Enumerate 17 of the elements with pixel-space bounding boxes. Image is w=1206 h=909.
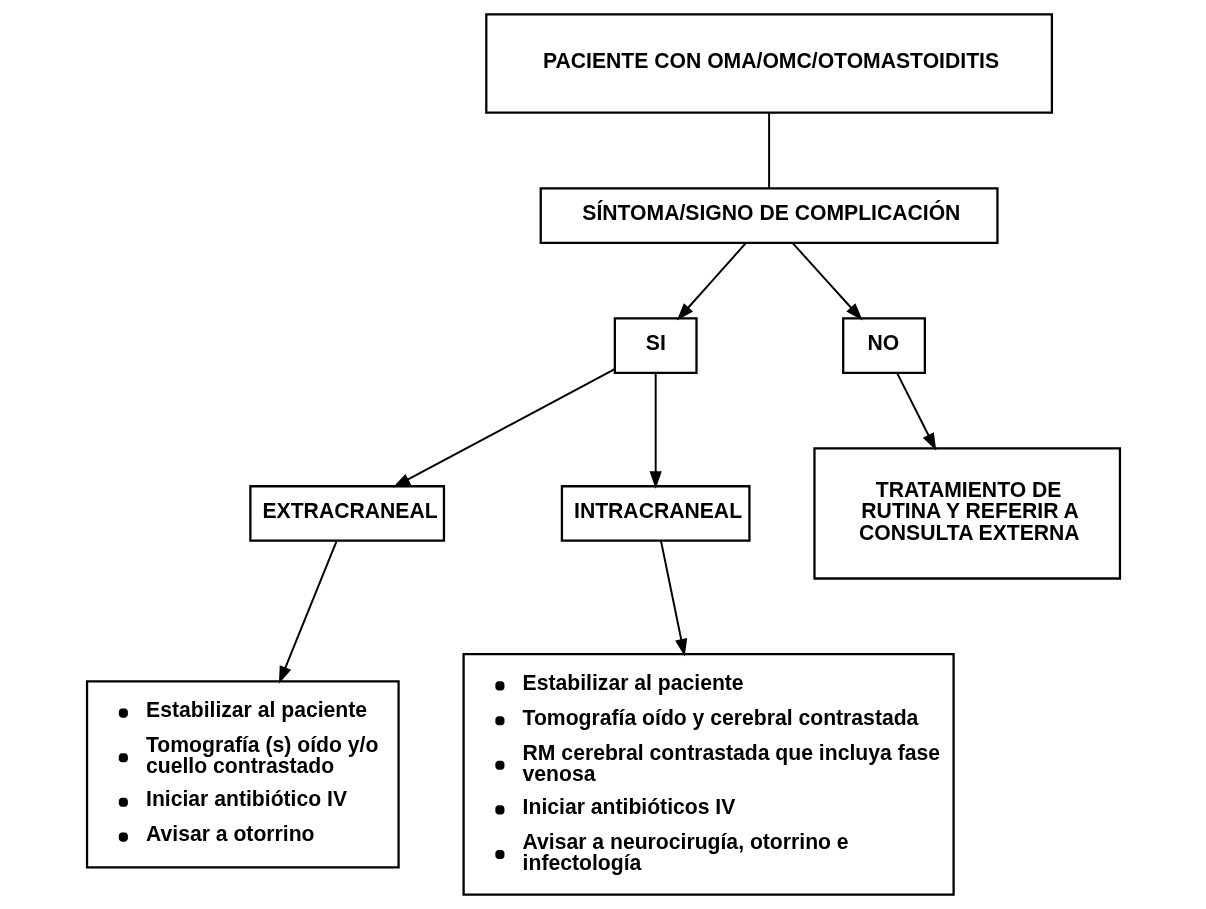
arrow	[392, 368, 616, 488]
arrow	[676, 242, 747, 321]
connector	[767, 112, 770, 190]
arrow	[278, 540, 338, 684]
node-box: Estabilizar al paciente Tomografía oído y cerebral contrastada RM cerebral contrastada que incluya fase venosa Iniciar antibióticos IV Avisar a neurocirugía, otorrino e infectología	[461, 653, 955, 896]
node-box: EXTRACRANEAL	[248, 485, 445, 542]
node-box: INTRACRANEAL	[560, 485, 751, 542]
node-box: SI	[613, 317, 698, 374]
arrow	[895, 371, 936, 451]
arrow	[649, 371, 662, 489]
node-box: Estabilizar al paciente Tomografía (s) oído y/o cuello contrastado Iniciar antibiótico IV Avisar a otorrino	[85, 680, 400, 869]
node-box: PACIENTE CON OMA/OMC/OTOMASTOIDITIS	[484, 13, 1053, 114]
node-box: NO	[841, 317, 926, 374]
node-box: SÍNTOMA/SIGNO DE COMPLICACIÓN	[539, 187, 999, 244]
arrow	[791, 242, 863, 321]
arrow	[659, 540, 687, 657]
node-box: TRATAMIENTO DE RUTINA Y REFERIR A CONSULTA EXTERNA	[812, 447, 1121, 580]
